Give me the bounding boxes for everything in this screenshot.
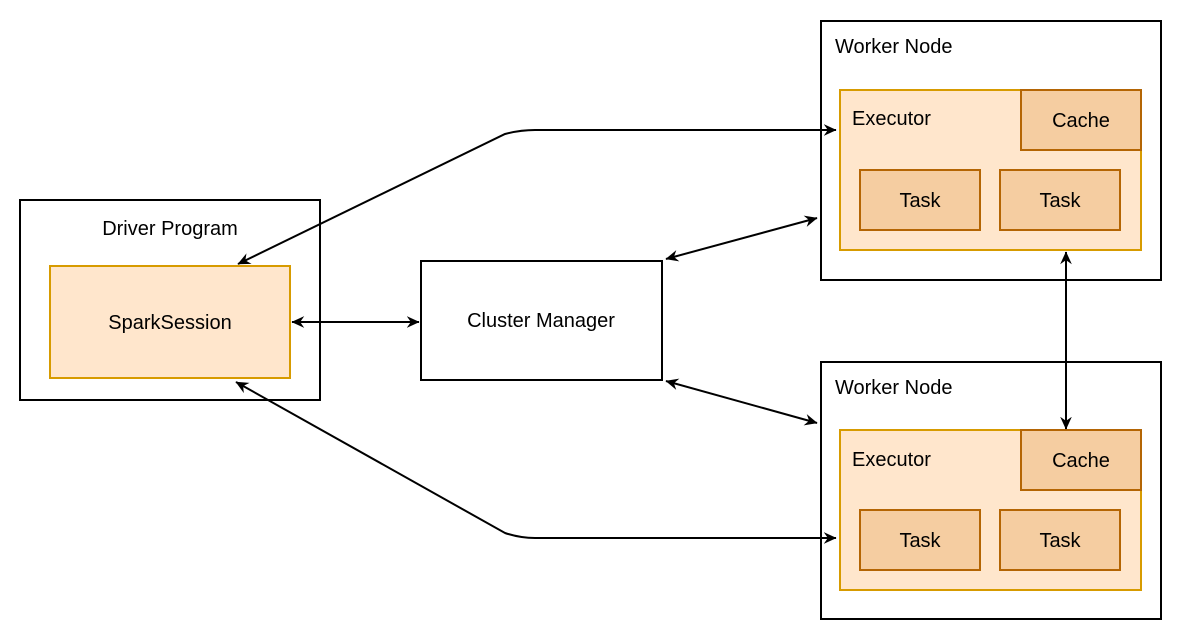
cluster-manager-label: Cluster Manager — [467, 310, 615, 332]
task-2b-label: Task — [1039, 530, 1081, 552]
task-1b-label: Task — [1039, 190, 1081, 212]
spark-session-label: SparkSession — [108, 312, 231, 334]
cache-1-label: Cache — [1052, 110, 1110, 132]
task-1a-box — [859, 169, 981, 231]
task-2a-label: Task — [899, 530, 941, 552]
task-1a-label: Task — [899, 190, 941, 212]
task-2a-box — [859, 509, 981, 571]
arrow-driver-executor-2 — [235, 381, 837, 544]
executor-1-label: Executor — [852, 108, 931, 130]
arrow-clustermanager-worker-2 — [665, 378, 818, 426]
driver-program-label: Driver Program — [102, 218, 238, 240]
worker-node-1-label: Worker Node — [835, 36, 952, 58]
arrow-clustermanager-worker-1 — [665, 215, 818, 262]
cache-2-box — [1020, 429, 1142, 491]
task-1b-box — [999, 169, 1121, 231]
worker-node-2-label: Worker Node — [835, 377, 952, 399]
executor-2-label: Executor — [852, 449, 931, 471]
arrow-driver-executor-1 — [237, 124, 837, 265]
task-2b-box — [999, 509, 1121, 571]
spark-session-box — [49, 265, 291, 379]
cache-2-label: Cache — [1052, 450, 1110, 472]
cache-1-box — [1020, 89, 1142, 151]
